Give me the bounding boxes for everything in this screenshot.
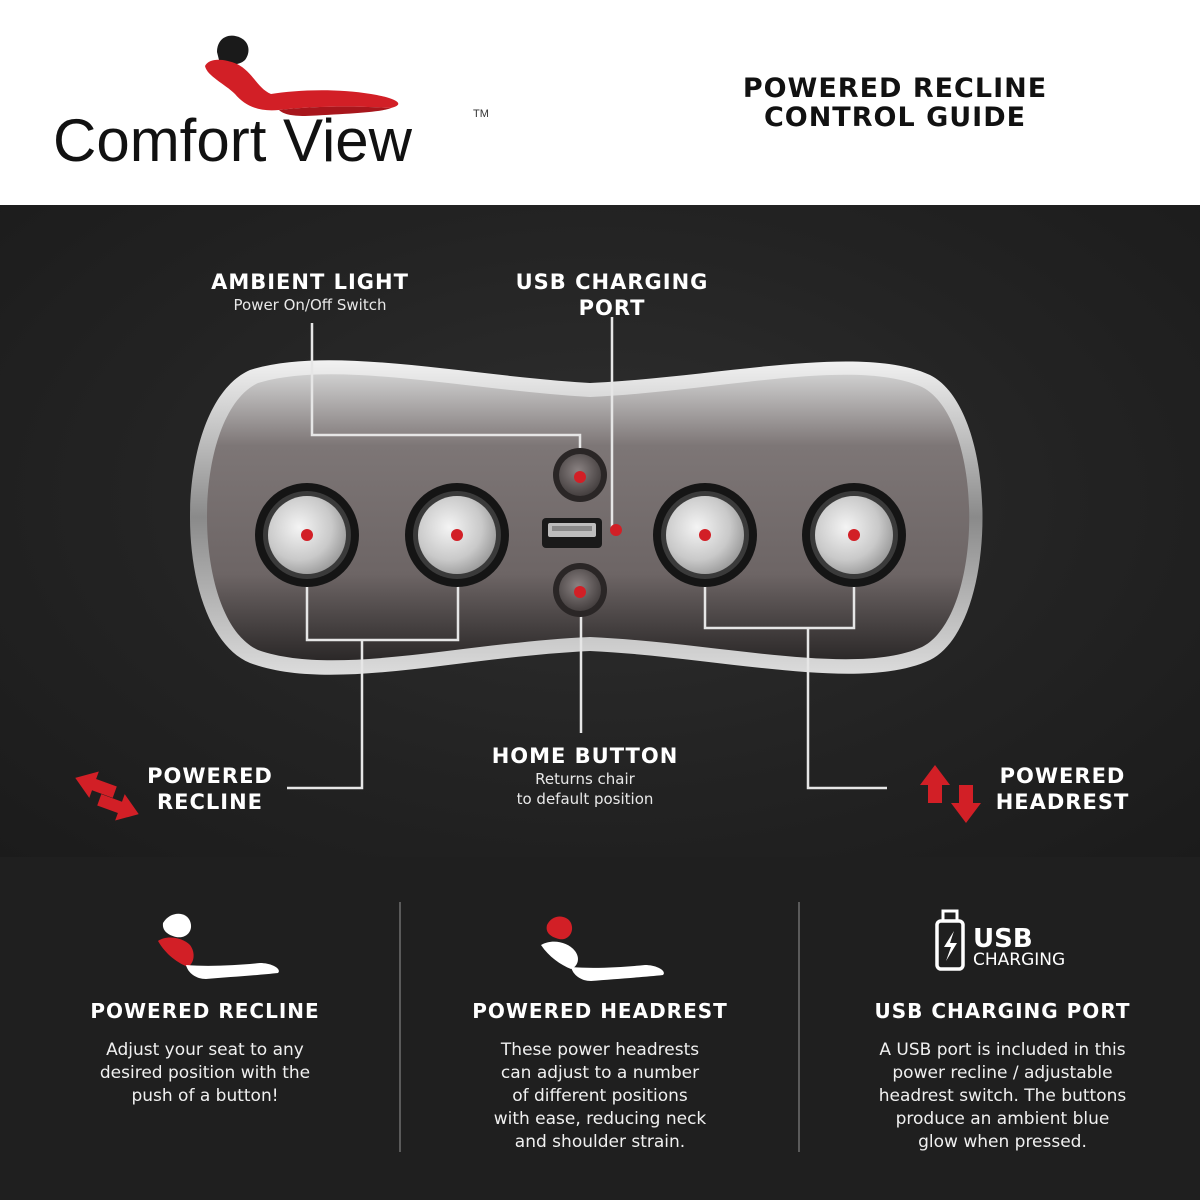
brand-chair-icon (205, 35, 399, 116)
headrest-chair-icon (541, 916, 664, 981)
ambient-light-button[interactable] (553, 448, 607, 502)
guide-title-line1: POWERED RECLINE (742, 73, 1048, 104)
powered-headrest-callout: POWERED HEADREST (990, 763, 1135, 815)
powered-recline-line2: RECLINE (156, 790, 264, 814)
recline-button-2[interactable] (405, 483, 509, 587)
home-button-subtitle-line2: to default position (516, 790, 654, 808)
feature-divider-1 (399, 902, 401, 1152)
usb-port[interactable] (542, 518, 622, 548)
powered-recline-callout: POWERED RECLINE (135, 763, 285, 815)
charging-icon-text: CHARGING (973, 950, 1065, 970)
control-panel-photo: AMBIENT LIGHT Power On/Off Switch USB CH… (0, 205, 1200, 857)
feature-description: These power headrests can adjust to a nu… (493, 1040, 707, 1152)
feature-powered-headrest: POWERED HEADREST These power headrests c… (405, 857, 795, 1200)
guide-title: POWERED RECLINE CONTROL GUIDE (700, 74, 1090, 132)
powered-recline-line1: POWERED (147, 764, 273, 788)
powered-headrest-line1: POWERED (999, 764, 1126, 788)
feature-description: A USB port is included in this power rec… (878, 1040, 1127, 1152)
feature-divider-2 (798, 902, 800, 1152)
feature-description: Adjust your seat to any desired position… (99, 1040, 311, 1106)
control-plate (190, 360, 983, 675)
brand-logo: Comfort View TM (45, 30, 515, 180)
ambient-light-subtitle: Power On/Off Switch (233, 296, 387, 314)
usb-charging-icon: USB CHARGING (935, 909, 1065, 971)
recline-button-1[interactable] (255, 483, 359, 587)
ambient-light-title: AMBIENT LIGHT (211, 270, 409, 294)
home-button[interactable] (553, 563, 607, 617)
control-panel-diagram (75, 317, 983, 823)
home-button-subtitle-line1: Returns chair (535, 770, 635, 788)
headrest-button-2[interactable] (802, 483, 906, 587)
guide-title-line2: CONTROL GUIDE (763, 102, 1027, 133)
features-section: POWERED RECLINE Adjust your seat to any … (0, 857, 1200, 1200)
home-button-callout: HOME BUTTON Returns chair to default pos… (465, 743, 705, 809)
usb-port-callout: USB CHARGING PORT (502, 269, 722, 321)
headrest-button-1[interactable] (653, 483, 757, 587)
header: Comfort View TM POWERED RECLINE CONTROL … (0, 0, 1200, 205)
headrest-arrows-icon (920, 765, 981, 823)
feature-usb-charging-port: USB CHARGING USB CHARGING PORT A USB por… (805, 857, 1200, 1200)
usb-icon-text: USB (973, 924, 1033, 954)
usb-port-title-line1: USB CHARGING (515, 270, 709, 294)
powered-headrest-line2: HEADREST (995, 790, 1130, 814)
home-button-title: HOME BUTTON (491, 744, 679, 768)
feature-title: USB CHARGING PORT (874, 999, 1131, 1023)
feature-title: POWERED RECLINE (90, 999, 320, 1023)
usb-port-title-line2: PORT (578, 296, 646, 320)
trademark-mark: TM (473, 108, 489, 120)
feature-title: POWERED HEADREST (472, 999, 728, 1023)
ambient-light-callout: AMBIENT LIGHT Power On/Off Switch (200, 269, 420, 315)
recline-arrows-icon (75, 771, 139, 821)
feature-powered-recline: POWERED RECLINE Adjust your seat to any … (10, 857, 400, 1200)
brand-name: Comfort View (53, 107, 413, 174)
recline-chair-icon (158, 913, 279, 979)
